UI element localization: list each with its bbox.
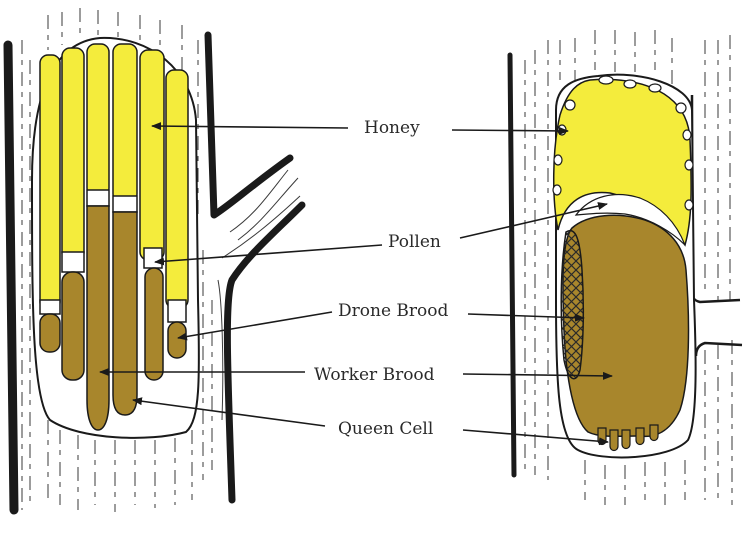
branch-lower-edge <box>227 205 302 500</box>
left-trunk-right-edge <box>208 35 290 215</box>
comb-5-honey <box>140 50 164 260</box>
label-worker-brood: Worker Brood <box>310 365 439 385</box>
comb-2-honey <box>62 48 84 260</box>
comb-1-honey <box>40 55 60 310</box>
label-pollen: Pollen <box>384 232 445 252</box>
label-queen-cell: Queen Cell <box>334 419 437 439</box>
label-honey: Honey <box>360 118 424 138</box>
comb-1-pollen <box>40 300 60 314</box>
entrance-lower-block <box>696 343 742 356</box>
arrow-drone-left <box>178 312 332 338</box>
comb-2-pollen <box>62 252 84 272</box>
comb-4-brood <box>113 212 137 415</box>
entrance-upper-block <box>692 95 740 302</box>
comb-6-honey <box>166 70 188 308</box>
left-trunk-left-edge <box>8 45 14 510</box>
comb-3-honey <box>87 44 109 196</box>
right-wall-left <box>510 55 514 475</box>
comb-5-pollen <box>144 248 162 268</box>
comb-4-honey <box>113 44 137 202</box>
label-drone-brood: Drone Brood <box>334 301 452 321</box>
arrow-honey-right <box>452 130 568 131</box>
comb-6-pollen <box>168 300 186 322</box>
comb-3-pollen <box>87 190 109 206</box>
comb-2-brood <box>62 272 84 380</box>
right-hive <box>510 30 742 505</box>
left-hive-tree <box>8 8 302 512</box>
comb-5-brood <box>145 268 163 380</box>
comb-3-brood <box>87 206 109 430</box>
comb-4-pollen <box>113 196 137 212</box>
comb-1-brood <box>40 314 60 352</box>
comb-6-brood <box>168 322 186 358</box>
right-drone-brood <box>561 231 583 379</box>
